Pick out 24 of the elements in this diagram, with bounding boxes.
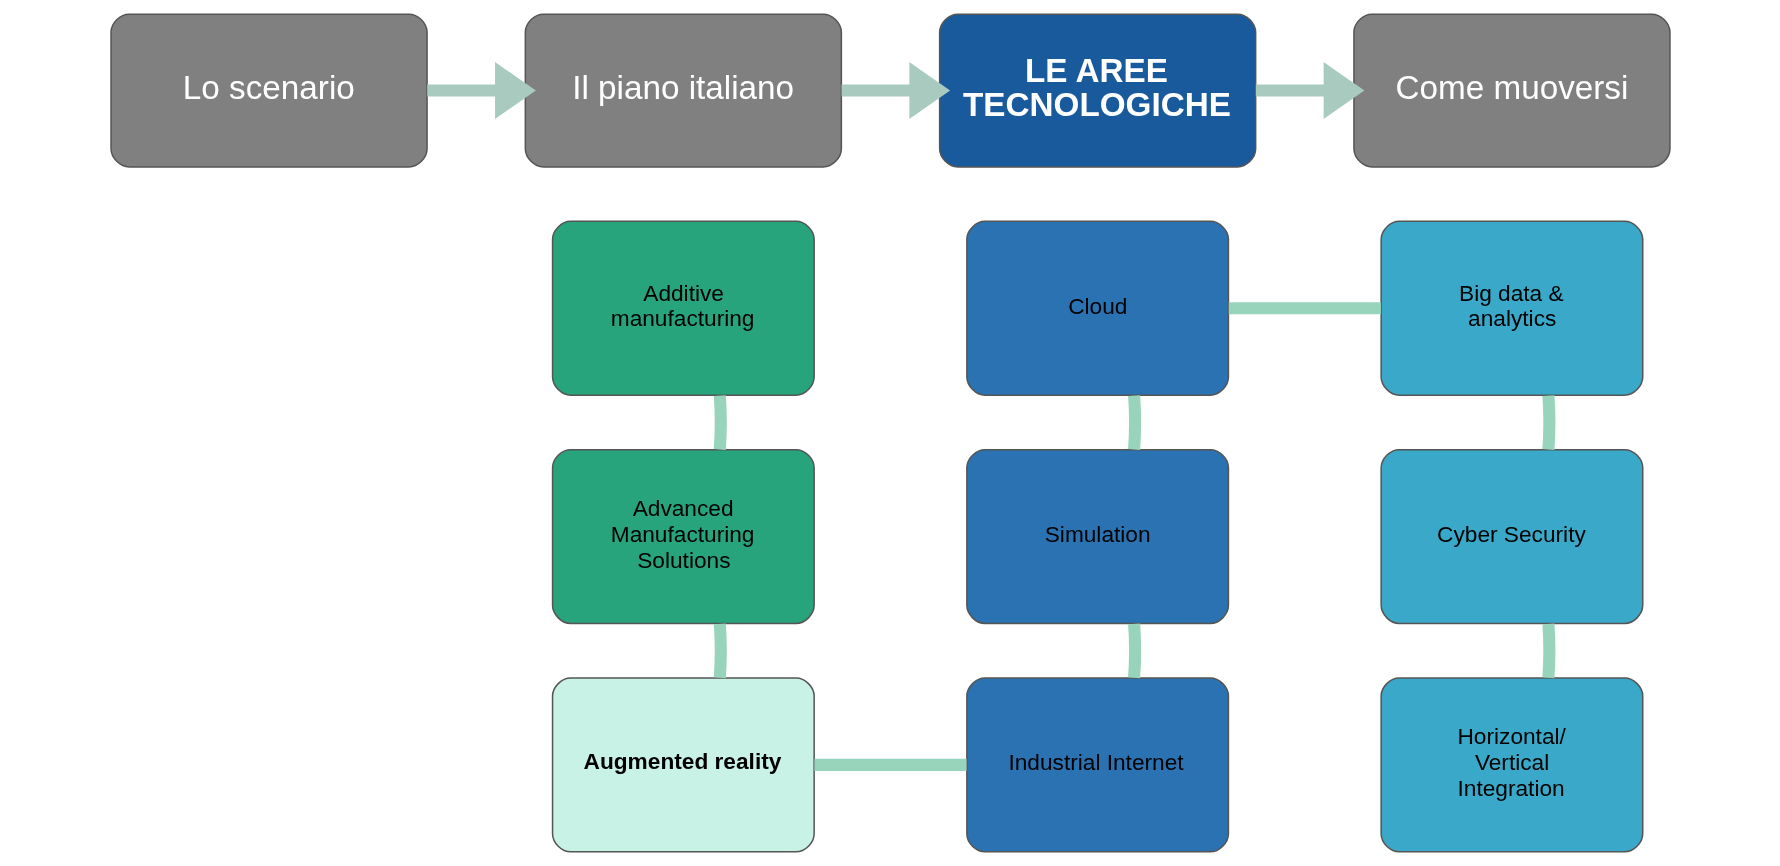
node-box: Cloud bbox=[965, 220, 1229, 396]
node-box: Come muoversi bbox=[1352, 13, 1671, 168]
connector bbox=[1228, 302, 1381, 315]
connector bbox=[713, 395, 727, 450]
connector bbox=[1541, 395, 1555, 450]
arrow bbox=[1255, 61, 1364, 120]
node-box: Cyber Security bbox=[1379, 448, 1643, 625]
node-box: Industrial Internet bbox=[965, 677, 1229, 853]
node-box: Augmented reality bbox=[551, 677, 815, 853]
connector bbox=[1541, 623, 1555, 679]
arrow bbox=[426, 61, 536, 120]
node-box: Big data & analytics bbox=[1379, 220, 1643, 396]
connector bbox=[713, 623, 727, 679]
arrow bbox=[841, 61, 950, 120]
node-box: Lo scenario bbox=[109, 13, 428, 168]
connector bbox=[1127, 623, 1141, 679]
connector bbox=[1127, 395, 1141, 450]
node-box: Additive manufacturing bbox=[551, 220, 815, 396]
node-box: LE AREE TECNOLOGICHE bbox=[938, 13, 1256, 168]
node-box: Horizontal/ Vertical Integration bbox=[1379, 677, 1643, 853]
connector bbox=[813, 758, 967, 771]
node-box: Il piano italiano bbox=[524, 13, 842, 168]
node-box: Simulation bbox=[965, 448, 1229, 625]
node-box: Advanced Manufacturing Solutions bbox=[551, 448, 815, 625]
